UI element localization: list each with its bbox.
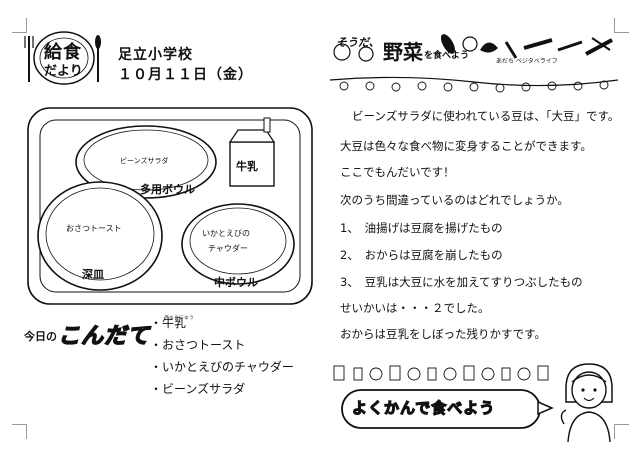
bowl-right-food-2: チャウダー (208, 244, 248, 253)
tray-illustration (27, 107, 313, 305)
article-line: 3、 豆乳は大豆に水を加えてすりつぶしたもの (340, 275, 583, 289)
banner-sub: あだち ベジタベライフ (496, 58, 558, 65)
article-line: 大豆は色々な食べ物に変身することができます。 (340, 139, 592, 153)
article-line: おからは豆乳をしぼった残りかすです。 (340, 327, 546, 341)
bowl-right-name: 中ボウル (214, 276, 258, 289)
article-line: せいかいは・・・２でした。 (340, 301, 490, 315)
vegetable-border-bottom-icon (333, 365, 549, 381)
article-line: ビーンズサラダに使われている豆は、「大豆」です。 (352, 109, 620, 123)
menu-item-furigana: ぎゅうにゅう (164, 315, 194, 321)
crop-mark-bottom-left (12, 424, 27, 439)
chew-banner-frame (341, 389, 554, 429)
bowl-top-name: 多用ボウル (140, 183, 195, 196)
plate-food: おさつトースト (66, 224, 122, 233)
menu-item: ・いかとえびのチャウダー (150, 360, 294, 374)
menu-title-prefix: 今日の (24, 330, 57, 343)
bowl-right-food-1: いかとえびの (202, 229, 250, 238)
article-line: 1、 油揚げは豆腐を揚げたもの (340, 221, 503, 235)
menu-item: ・おさつトースト (150, 338, 246, 352)
menu-list: ぎゅうにゅう・牛乳 ・おさつトースト ・いかとえびのチャウダー ・ビーンズサラダ (150, 312, 294, 400)
girl-character-icon (560, 363, 613, 442)
logo-title: 給食 (44, 42, 82, 63)
banner-main: 野菜 (383, 40, 423, 64)
crop-mark-top-right (614, 18, 629, 33)
article-line: ここでもんだいです！ (340, 165, 455, 179)
bowl-top-food: ビーンズサラダ (120, 157, 169, 165)
crop-mark-bottom-right (614, 424, 629, 439)
school-name: 足立小学校 (118, 47, 193, 63)
issue-date: １０月１１日（金） (118, 67, 253, 83)
logo-subtitle: だより (44, 64, 83, 79)
menu-title-main: こんだて (57, 323, 151, 349)
chew-title: よくかんで食べよう (351, 398, 496, 417)
vegetable-border-top-icon (330, 76, 618, 93)
vegetables-icon (333, 34, 613, 62)
menu-item: ・ビーンズサラダ (150, 382, 246, 396)
article-line: 2、 おからは豆腐を崩したもの (340, 248, 503, 262)
article-line: 次のうち間違っているのはどれでしょうか。 (340, 193, 569, 207)
kyushoku-logo-icon (24, 31, 101, 85)
crop-mark-top-left (12, 18, 27, 33)
plate-name: 深皿 (82, 268, 104, 281)
menu-item: ぎゅうにゅう・牛乳 (150, 312, 294, 334)
milk-label: 牛乳 (236, 160, 258, 173)
banner-suffix: を食べよう (424, 51, 470, 61)
